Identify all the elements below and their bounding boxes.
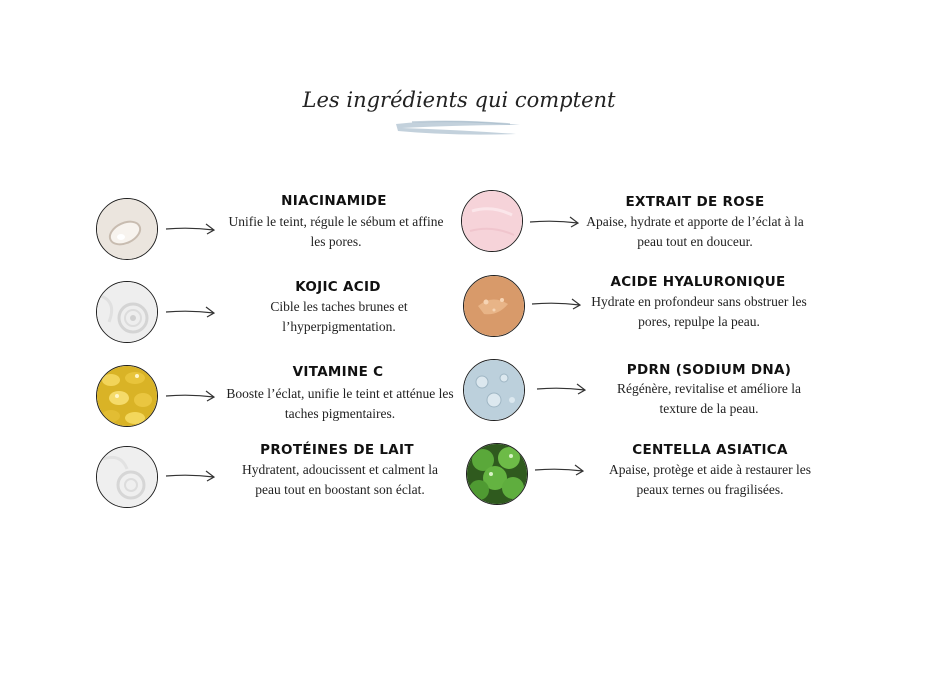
milk-swirl-icon (96, 281, 158, 343)
ingredient-description: Hydrate en profondeur sans obstruer les … (591, 294, 807, 329)
cream-drop-icon (96, 198, 158, 260)
ingredient-name: PDRN (SODIUM DNA) (626, 362, 792, 378)
ingredient-description: Cible les taches brunes et l’hyperpigmen… (270, 299, 408, 334)
ingredient-name: CENTELLA ASIATICA (632, 442, 788, 458)
ingredient-description: Booste l’éclat, unifie le teint et attén… (226, 386, 454, 421)
arrow-icon (165, 223, 216, 235)
arrow-icon (165, 470, 216, 482)
page-title: Les ingrédients qui comptent (302, 88, 616, 112)
brush-stroke-decoration (396, 120, 520, 135)
pink-rose-texture-icon (461, 190, 523, 252)
ingredient-description: Hydratent, adoucissent et calment la pea… (241, 462, 439, 497)
peach-gel-icon (463, 275, 525, 337)
ingredient-name: NIACINAMIDE (281, 193, 387, 209)
ingredient-name: PROTÉINES DE LAIT (260, 442, 414, 458)
ingredient-name: EXTRAIT DE ROSE (625, 194, 765, 210)
ingredient-name: VITAMINE C (292, 364, 384, 380)
ingredient-description: Apaise, hydrate et apporte de l’éclat à … (586, 214, 804, 249)
ingredient-name: KOJIC ACID (295, 279, 381, 295)
arrow-icon (165, 390, 216, 402)
arrow-icon (536, 383, 587, 395)
blue-gel-drops-icon (463, 359, 525, 421)
ingredient-description: Régénère, revitalise et améliore la text… (616, 381, 802, 416)
arrow-icon (529, 216, 580, 228)
ingredient-name: ACIDE HYALURONIQUE (610, 274, 786, 290)
ingredient-description: Apaise, protège et aide à restaurer les … (608, 462, 812, 497)
arrow-icon (165, 306, 216, 318)
golden-capsules-icon (96, 365, 158, 427)
green-leaves-icon (466, 443, 528, 505)
milk-swirl-icon (96, 446, 158, 508)
arrow-icon (531, 298, 582, 310)
arrow-icon (534, 464, 585, 476)
ingredient-description: Unifie le teint, régule le sébum et affi… (228, 214, 444, 249)
